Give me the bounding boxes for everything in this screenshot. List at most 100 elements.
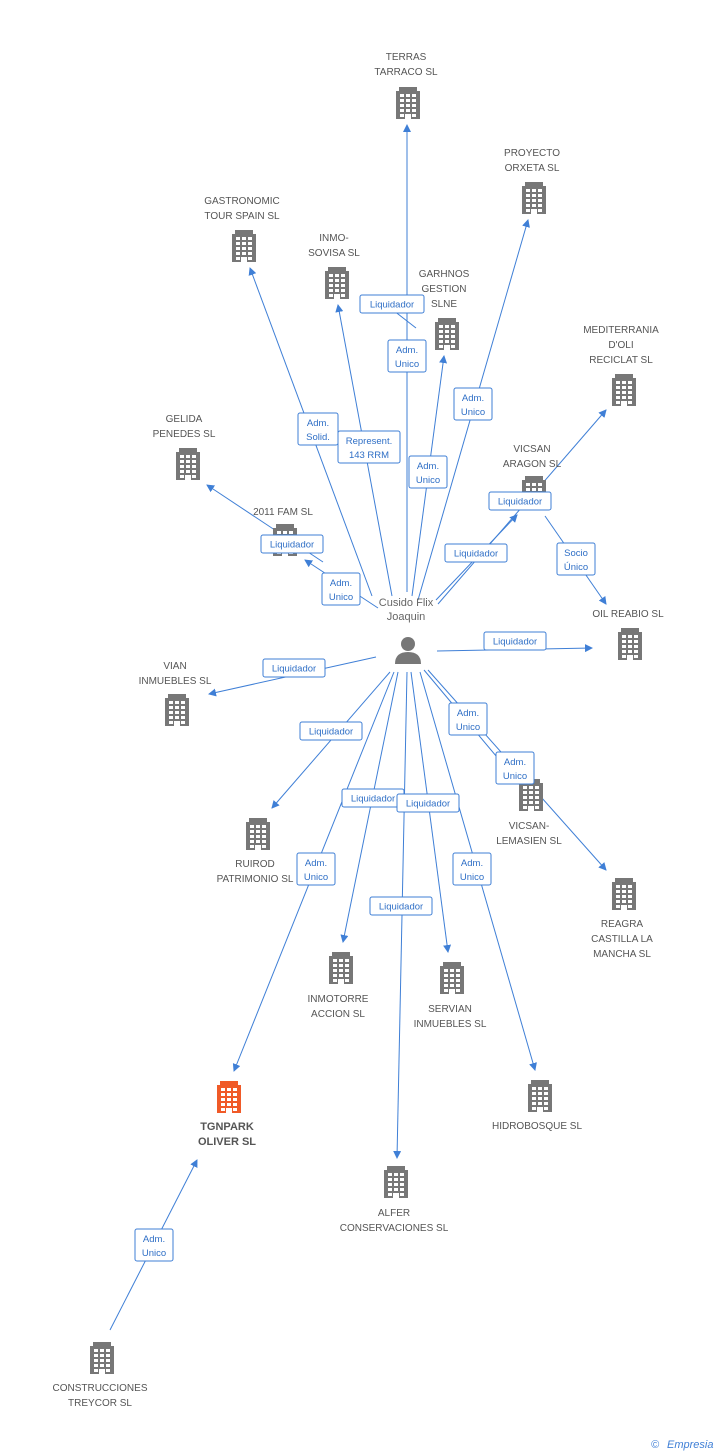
building-icon[interactable] <box>325 267 349 299</box>
company-name-mediterrania[interactable]: RECICLAT SL <box>589 355 653 366</box>
relation-label-text: Adm. <box>143 1234 165 1245</box>
brand-name[interactable]: Empresia <box>667 1439 713 1451</box>
relation-label-vicsanlemasien[interactable]: Adm.Unico <box>448 702 488 736</box>
relation-label-terras[interactable]: Adm.Unico <box>387 339 427 373</box>
relation-label-text: Adm. <box>417 461 439 472</box>
relation-label-vicsanaragon[interactable]: Liquidador <box>488 491 552 511</box>
relation-label-inmosovisa[interactable]: Represent. 143 RRM <box>337 430 401 464</box>
company-name-tgnpark[interactable]: OLIVER SL <box>198 1136 256 1148</box>
relation-label-proyecto[interactable]: Adm.Unico <box>453 387 493 421</box>
relation-label-servian[interactable]: Liquidador <box>396 793 460 813</box>
relation-label-text: Unico <box>456 722 480 733</box>
company-name-garhnos[interactable]: GARHNOS <box>419 269 470 280</box>
relation-label-text: Único <box>564 562 588 573</box>
building-icon[interactable] <box>90 1342 114 1374</box>
relation-label-gelida[interactable]: Liquidador <box>260 534 324 554</box>
company-name-reagra[interactable]: REAGRA <box>601 919 644 930</box>
company-name-gastronomic[interactable]: TOUR SPAIN SL <box>204 211 280 222</box>
relation-label-reagra[interactable]: Adm.Unico <box>495 751 535 785</box>
company-name-reagra[interactable]: CASTILLA LA <box>591 934 653 945</box>
company-name-inmosovisa[interactable]: SOVISA SL <box>308 248 360 259</box>
relation-label-text: Represent. <box>346 436 392 447</box>
company-name-garhnos[interactable]: GESTION <box>421 284 466 295</box>
company-name-servian[interactable]: INMUEBLES SL <box>414 1019 487 1030</box>
footer-brand: © Empresia <box>651 1439 713 1451</box>
company-name-gastronomic[interactable]: GASTRONOMIC <box>204 196 280 207</box>
company-name-mediterrania[interactable]: D'OLI <box>608 340 633 351</box>
relation-label-text: Liquidador <box>498 497 542 508</box>
company-name-alfer[interactable]: ALFER <box>378 1208 410 1219</box>
relation-label-vian[interactable]: Liquidador <box>262 658 326 678</box>
company-name-mediterrania[interactable]: MEDITERRANIA <box>583 325 659 336</box>
relation-label-fam2011[interactable]: Adm.Unico <box>321 572 361 606</box>
company-name-gelida[interactable]: GELIDA <box>166 414 203 425</box>
relation-label-text: Liquidador <box>493 637 537 648</box>
company-name-oilreabio[interactable]: OIL REABIO SL <box>592 609 664 620</box>
building-icon[interactable] <box>176 448 200 480</box>
relation-label-inmotorre[interactable]: Liquidador <box>341 788 405 808</box>
building-icon[interactable] <box>612 374 636 406</box>
company-name-gelida[interactable]: PENEDES SL <box>153 429 216 440</box>
company-name-vian[interactable]: VIAN <box>163 661 186 672</box>
relation-label-hidrobosque[interactable]: Adm. Unico <box>452 852 492 886</box>
company-name-proyecto[interactable]: PROYECTO <box>504 148 560 159</box>
company-name-terras[interactable]: TERRAS <box>386 52 427 63</box>
relation-label-tgnpark[interactable]: Adm.Unico <box>296 852 336 886</box>
company-name-vicsanlemasien[interactable]: VICSAN- <box>509 821 550 832</box>
company-name-proyecto[interactable]: ORXETA SL <box>505 163 560 174</box>
building-icon[interactable] <box>396 87 420 119</box>
company-name-ruirod[interactable]: PATRIMONIO SL <box>217 874 294 885</box>
building-icon[interactable] <box>329 952 353 984</box>
relation-label-gastronomic[interactable]: Adm.Solid. <box>297 412 339 446</box>
relation-label-ruirod[interactable]: Liquidador <box>299 721 363 741</box>
building-icon[interactable] <box>435 318 459 350</box>
relation-label-text: Adm. <box>396 345 418 356</box>
relation-label-garhnos_liq[interactable]: Liquidador <box>359 294 425 314</box>
building-icon[interactable] <box>528 1080 552 1112</box>
building-icon[interactable] <box>440 962 464 994</box>
company-name-construcciones[interactable]: CONSTRUCCIONES <box>52 1383 147 1394</box>
company-name-tgnpark[interactable]: TGNPARK <box>200 1121 254 1133</box>
relation-label-garhnos[interactable]: Adm. Unico <box>408 455 448 489</box>
relation-label-text: Adm. <box>461 858 483 869</box>
relation-label-text: 143 RRM <box>349 450 389 461</box>
company-name-hidrobosque[interactable]: HIDROBOSQUE SL <box>492 1121 582 1132</box>
building-icon[interactable] <box>522 182 546 214</box>
company-name-inmotorre[interactable]: INMOTORRE <box>308 994 369 1005</box>
person-name-line-2: Joaquin <box>387 611 426 623</box>
relation-label-alfer[interactable]: Liquidador <box>369 896 433 916</box>
relation-label-text: Solid. <box>306 432 330 443</box>
relation-label-text: Unico <box>416 475 440 486</box>
company-name-vicsanaragon[interactable]: ARAGON SL <box>503 459 562 470</box>
company-name-fam2011[interactable]: 2011 FAM SL <box>253 507 313 518</box>
company-name-inmotorre[interactable]: ACCION SL <box>311 1009 365 1020</box>
company-name-vicsanaragon[interactable]: VICSAN <box>513 444 550 455</box>
person-icon[interactable] <box>395 637 421 664</box>
company-name-vicsanlemasien[interactable]: LEMASIEN SL <box>496 836 562 847</box>
relation-label-text: Liquidador <box>351 794 395 805</box>
company-name-vian[interactable]: INMUEBLES SL <box>139 676 212 687</box>
copyright-icon: © <box>651 1439 660 1451</box>
company-name-inmosovisa[interactable]: INMO- <box>319 233 348 244</box>
building-icon[interactable] <box>232 230 256 262</box>
building-icon[interactable] <box>618 628 642 660</box>
relation-label-text: Unico <box>460 872 484 883</box>
company-name-construcciones[interactable]: TREYCOR SL <box>68 1398 132 1409</box>
company-name-ruirod[interactable]: RUIROD <box>235 859 274 870</box>
relation-label-construcciones_tgn[interactable]: Adm.Unico <box>134 1228 174 1262</box>
building-icon[interactable] <box>246 818 270 850</box>
company-name-garhnos[interactable]: SLNE <box>431 299 457 310</box>
company-name-reagra[interactable]: MANCHA SL <box>593 949 651 960</box>
building-icon[interactable] <box>612 878 636 910</box>
company-name-servian[interactable]: SERVIAN <box>428 1004 472 1015</box>
company-name-terras[interactable]: TARRACO SL <box>374 67 438 78</box>
company-name-alfer[interactable]: CONSERVACIONES SL <box>340 1223 449 1234</box>
relation-label-oilreabio[interactable]: Liquidador <box>483 631 547 651</box>
relation-label-text: Adm. <box>330 578 352 589</box>
building-icon[interactable] <box>384 1166 408 1198</box>
relation-label-mediterrania[interactable]: Liquidador <box>444 543 508 563</box>
building-icon[interactable] <box>217 1081 241 1113</box>
building-icon[interactable] <box>165 694 189 726</box>
